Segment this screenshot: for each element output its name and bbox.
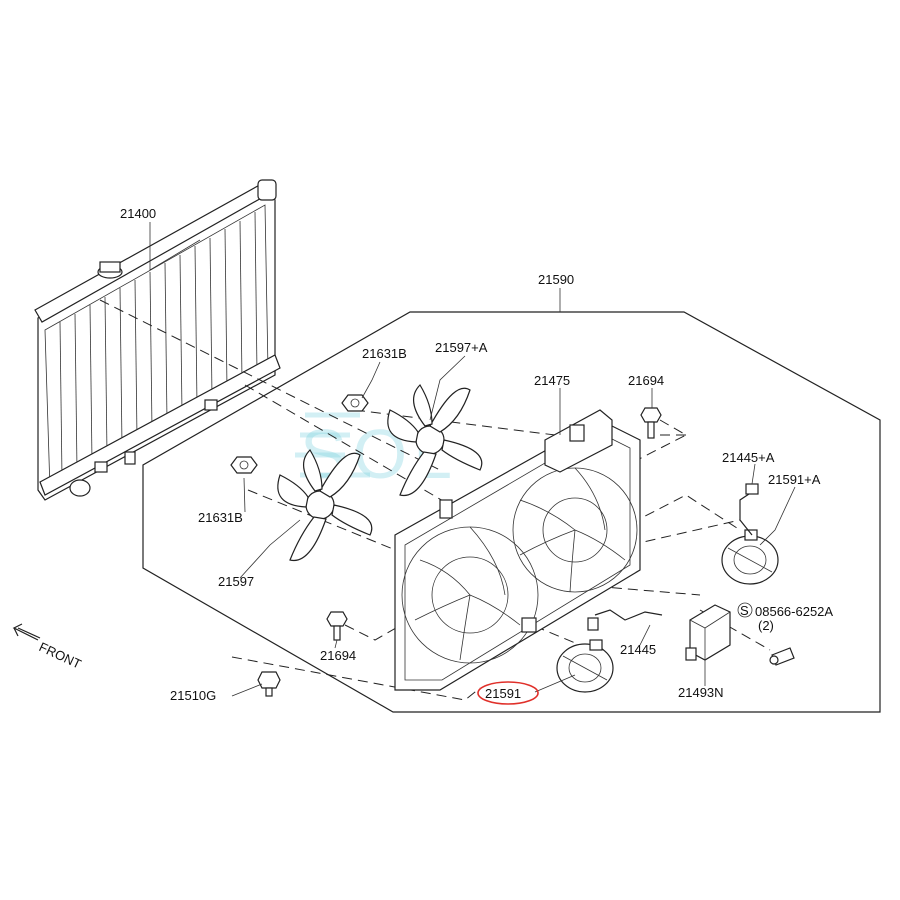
label-fan-assembly: 21590 (538, 272, 574, 287)
label-bolt-lower: 21694 (320, 648, 356, 663)
fan-motor (556, 639, 614, 693)
label-motor-highlighted: 21591 (485, 686, 521, 701)
front-label: FRONT (37, 639, 84, 672)
label-leaders (149, 222, 796, 697)
label-harness: 21445 (620, 642, 656, 657)
label-screw-part: 08566-6252A (755, 604, 833, 619)
label-fan-blade: 21597 (218, 574, 254, 589)
label-screw-qty: (2) (758, 618, 774, 633)
label-motor-a: 21591+A (768, 472, 821, 487)
label-nut-lower: 21631B (198, 510, 243, 525)
nut-lower (230, 456, 258, 474)
screw-prefix: S (740, 603, 749, 618)
screw (769, 647, 795, 666)
bolt-upper (640, 407, 662, 439)
label-bolt-upper: 21694 (628, 373, 664, 388)
fan-shroud (394, 409, 641, 691)
label-nut-upper: 21631B (362, 346, 407, 361)
label-harness-a: 21445+A (722, 450, 775, 465)
harness-a (739, 483, 759, 536)
assembly-frame (142, 311, 881, 713)
label-fan-blade-a: 21597+A (435, 340, 488, 355)
radiator (34, 179, 281, 501)
front-indicator: FRONT (12, 623, 84, 672)
label-bracket-bolt: 21510G (170, 688, 216, 703)
harness (587, 609, 663, 631)
bolt-lower (326, 611, 348, 641)
label-shroud: 21475 (534, 373, 570, 388)
fan-motor-a (721, 529, 779, 585)
label-radiator: 21400 (120, 206, 156, 221)
resistor (685, 604, 731, 661)
bracket-bolt (257, 671, 281, 697)
fan-blade-a (387, 384, 483, 497)
highlight-ring (477, 681, 539, 705)
fan-blade (277, 449, 373, 562)
label-resistor: 21493N (678, 685, 724, 700)
nut-upper (341, 394, 369, 412)
screw-label-group: S 08566-6252A (2) (737, 602, 833, 633)
